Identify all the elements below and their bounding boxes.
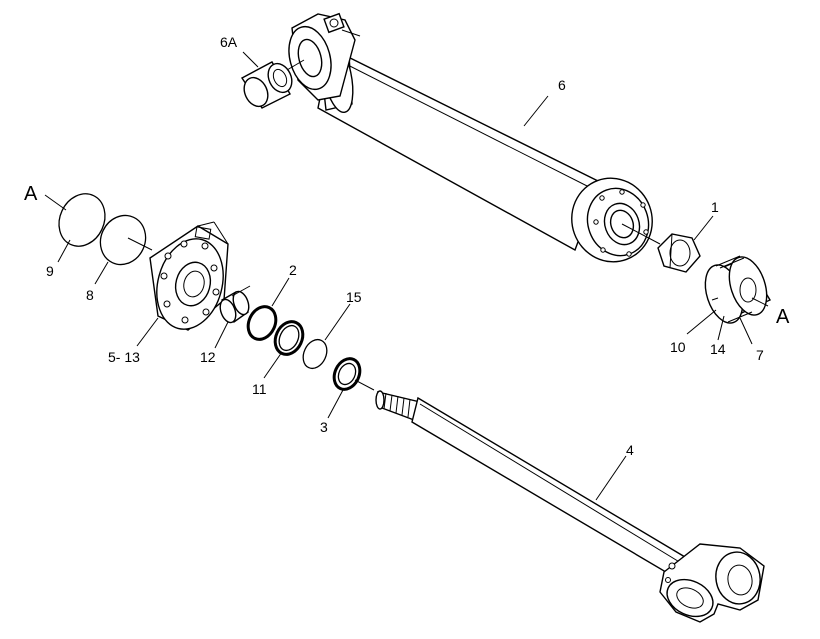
- part-4-piston-rod: [375, 390, 765, 623]
- label-2: 2: [289, 262, 297, 278]
- part-15-ring: [302, 338, 328, 370]
- part-1-nut: [657, 233, 701, 273]
- part-9-o-ring: [58, 193, 106, 247]
- leader-10: [686, 309, 717, 335]
- leader-12: [214, 321, 229, 349]
- part-6a-bushing: [240, 59, 305, 109]
- assembly-axis-4: [127, 237, 153, 251]
- leader-7: [739, 317, 753, 345]
- label-8: 8: [86, 287, 94, 303]
- leader-14: [717, 315, 725, 341]
- part-6-cylinder-barrel: [288, 12, 653, 263]
- part-2-wiper-ring: [246, 305, 278, 341]
- leader-5-13: [136, 317, 159, 347]
- label-5-13: 5- 13: [108, 349, 140, 365]
- label-7: 7: [756, 347, 764, 363]
- part-5-13-cylinder-head: [149, 221, 229, 331]
- label-12: 12: [200, 349, 216, 365]
- part-8-backup-ring: [99, 214, 147, 266]
- leader-lines: [44, 51, 769, 501]
- label-14: 14: [710, 341, 726, 357]
- leader-9: [57, 239, 71, 263]
- label-10: 10: [670, 339, 686, 355]
- label-15: 15: [346, 289, 362, 305]
- label-11: 11: [252, 381, 267, 397]
- label-6a: 6A: [220, 34, 238, 50]
- leader-6a: [242, 51, 259, 68]
- label-a-right: A: [776, 306, 790, 328]
- leader-3: [327, 389, 344, 419]
- part-7-piston-assembly: [704, 255, 772, 324]
- leader-8: [94, 261, 109, 285]
- leader-4: [595, 455, 627, 501]
- label-9: 9: [46, 263, 54, 279]
- assembly-axis-2: [231, 285, 251, 297]
- label-a-left: A: [24, 183, 38, 205]
- label-4: 4: [626, 442, 634, 458]
- leader-a-left: [44, 194, 67, 211]
- part-12-sleeve: [219, 290, 250, 324]
- leader-2: [271, 277, 290, 307]
- part-3-ring: [332, 357, 362, 391]
- label-1: 1: [711, 199, 719, 215]
- leader-15: [324, 303, 351, 341]
- assembly-axis: [621, 223, 661, 245]
- label-6: 6: [558, 77, 566, 93]
- leader-11: [263, 351, 283, 379]
- label-3: 3: [320, 419, 328, 435]
- leader-6: [523, 95, 549, 127]
- leader-a-right: [751, 297, 769, 307]
- assembly-axis-3: [354, 379, 375, 391]
- leader-1: [693, 215, 714, 241]
- callout-labels: 6A 6 1 A 9 8 5- 13 12 2 11 15 3 10 14 7 …: [24, 34, 790, 458]
- part-11-rod-seal: [273, 320, 305, 356]
